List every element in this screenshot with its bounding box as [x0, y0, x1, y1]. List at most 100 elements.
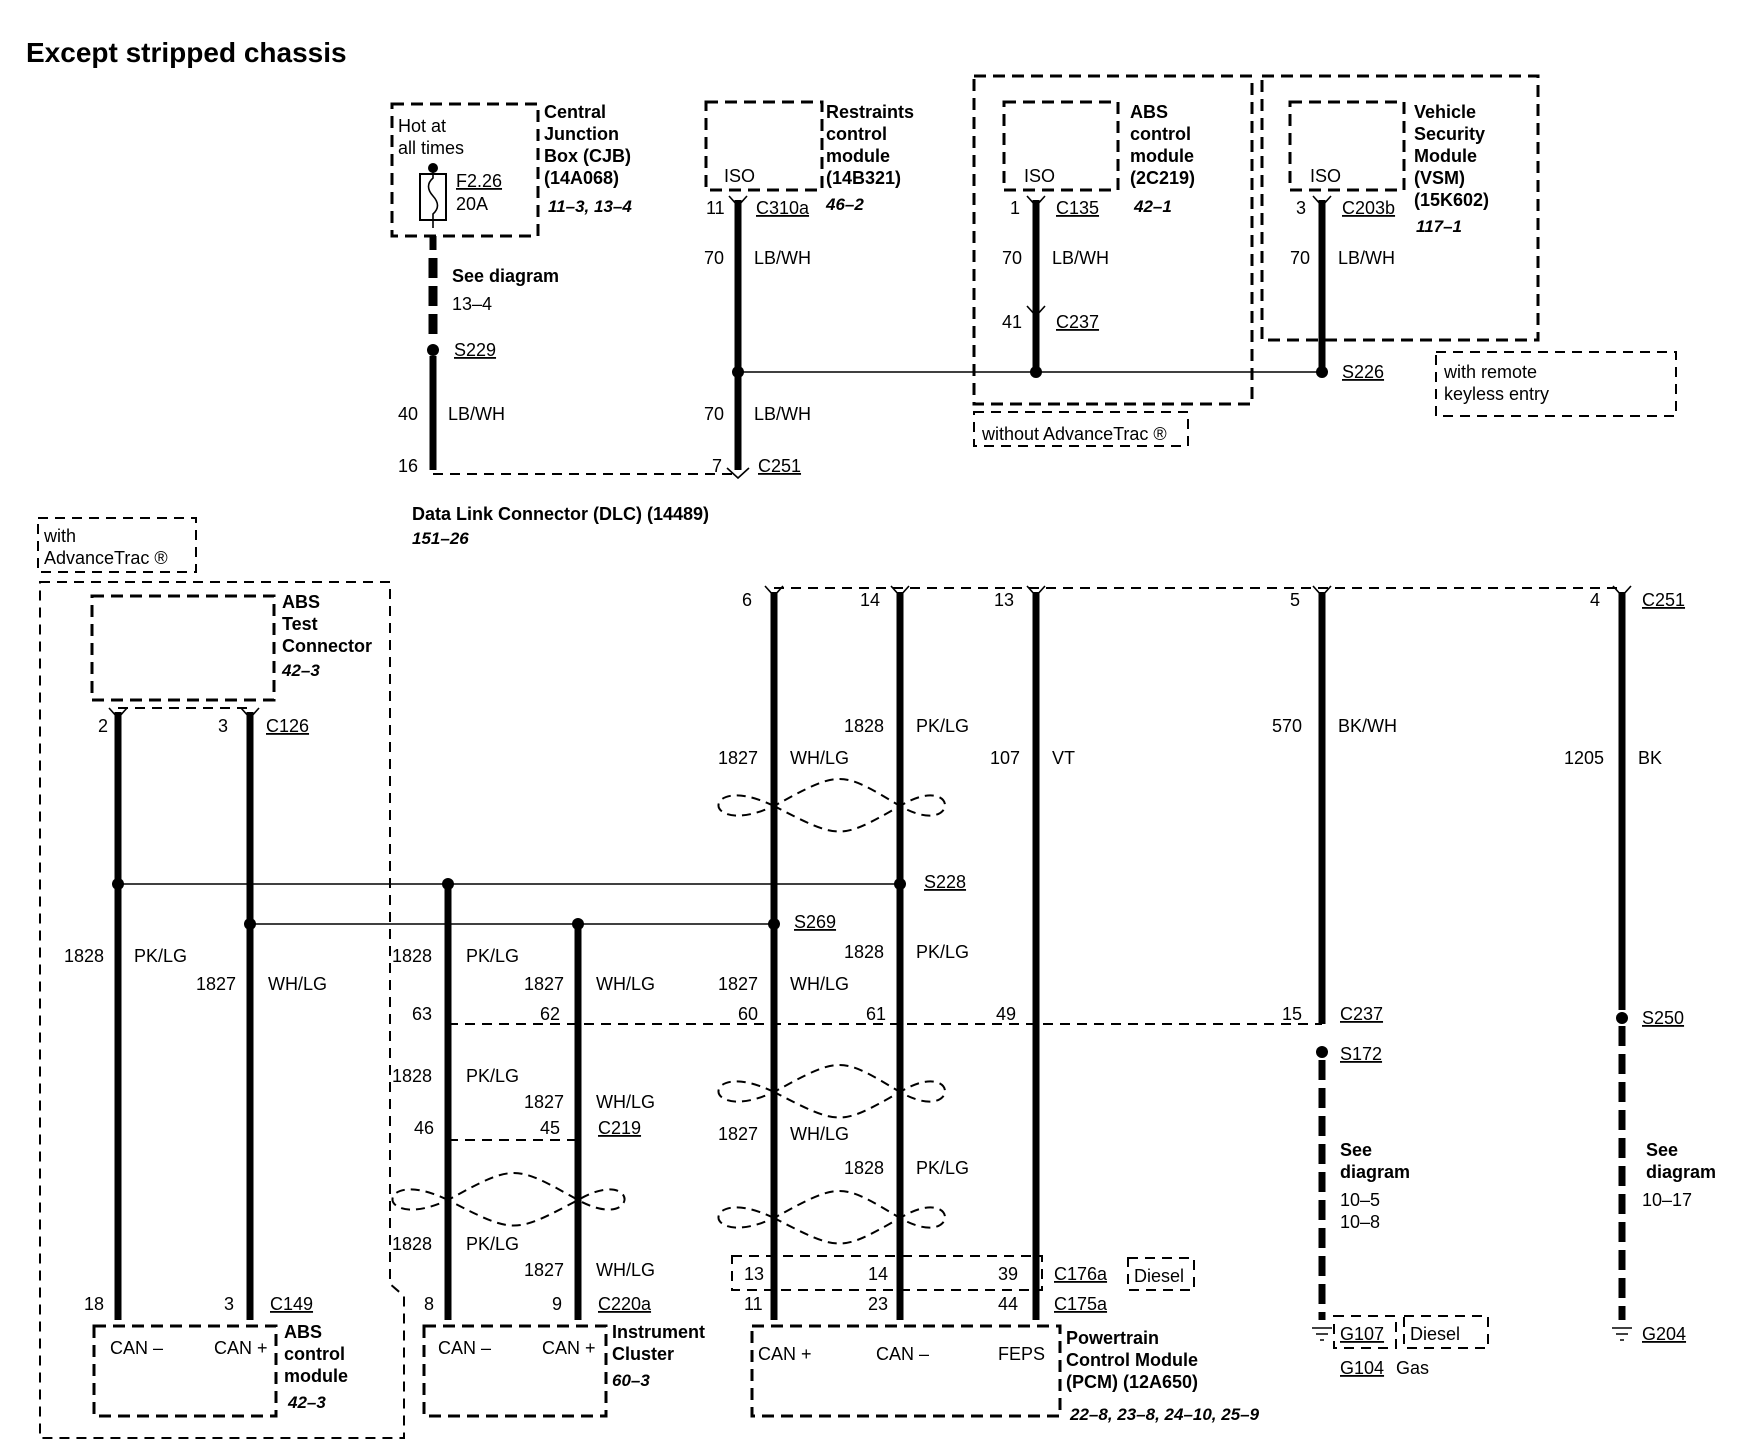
svg-text:117–1: 117–1 [1416, 217, 1462, 236]
svg-text:C237: C237 [1056, 312, 1099, 332]
svg-text:Diesel: Diesel [1410, 1324, 1460, 1344]
dlc-label: Data Link Connector (DLC) (14489) [412, 504, 709, 524]
svg-text:40: 40 [398, 404, 418, 424]
svg-text:Central: Central [544, 102, 606, 122]
svg-text:PK/LG: PK/LG [466, 1066, 519, 1086]
svg-text:C220a: C220a [598, 1294, 652, 1314]
ground-g107-symbol [1312, 1327, 1332, 1341]
svg-text:Control Module: Control Module [1066, 1350, 1198, 1370]
svg-text:Test: Test [282, 614, 318, 634]
svg-text:11: 11 [744, 1294, 763, 1314]
svg-text:C237: C237 [1340, 1004, 1383, 1024]
svg-text:9: 9 [552, 1294, 562, 1314]
svg-text:6: 6 [742, 590, 752, 610]
svg-text:107: 107 [990, 748, 1020, 768]
svg-text:13: 13 [744, 1264, 764, 1284]
abs-control-module-bottom: 18 3 C149 CAN – CAN + ABS control module… [84, 1294, 348, 1418]
svg-text:Connector: Connector [282, 636, 372, 656]
svg-text:1828: 1828 [844, 716, 884, 736]
svg-text:WH/LG: WH/LG [596, 1092, 655, 1112]
svg-text:46: 46 [414, 1118, 434, 1138]
svg-text:BK: BK [1638, 748, 1662, 768]
svg-text:46–2: 46–2 [825, 195, 864, 214]
abs-test-connector: ABS Test Connector 42–3 2 3 C126 [90, 592, 372, 736]
svg-text:Diesel: Diesel [1134, 1266, 1184, 1286]
svg-text:C251: C251 [758, 456, 801, 476]
svg-text:(2C219): (2C219) [1130, 168, 1195, 188]
svg-text:BK/WH: BK/WH [1338, 716, 1397, 736]
svg-text:LB/WH: LB/WH [754, 404, 811, 424]
svg-text:(VSM): (VSM) [1414, 168, 1465, 188]
svg-text:1828: 1828 [844, 1158, 884, 1178]
svg-text:63: 63 [412, 1004, 432, 1024]
note-without-advancetrac: without AdvanceTrac ® [981, 424, 1167, 444]
svg-text:1828: 1828 [392, 1234, 432, 1254]
svg-text:Instrument: Instrument [612, 1322, 705, 1342]
ground-g107: G107 [1340, 1324, 1384, 1344]
svg-text:14: 14 [860, 590, 880, 610]
svg-text:PK/LG: PK/LG [466, 1234, 519, 1254]
svg-text:PK/LG: PK/LG [134, 946, 187, 966]
svg-text:LB/WH: LB/WH [1338, 248, 1395, 268]
svg-text:1828: 1828 [392, 1066, 432, 1086]
svg-text:10–5: 10–5 [1340, 1190, 1380, 1210]
svg-text:1827: 1827 [524, 1092, 564, 1112]
svg-text:WH/LG: WH/LG [790, 974, 849, 994]
fuse-amps: 20A [456, 194, 488, 214]
svg-text:3: 3 [1296, 198, 1306, 218]
svg-text:Cluster: Cluster [612, 1344, 674, 1364]
svg-text:C219: C219 [598, 1118, 641, 1138]
svg-text:C203b: C203b [1342, 198, 1395, 218]
svg-text:See: See [1340, 1140, 1372, 1160]
svg-text:1827: 1827 [524, 1260, 564, 1280]
svg-text:Hot at: Hot at [398, 116, 446, 136]
svg-text:70: 70 [1290, 248, 1310, 268]
page-title: Except stripped chassis [26, 37, 347, 68]
svg-text:Security: Security [1414, 124, 1485, 144]
svg-text:LB/WH: LB/WH [448, 404, 505, 424]
svg-text:C135: C135 [1056, 198, 1099, 218]
svg-text:Box (CJB): Box (CJB) [544, 146, 631, 166]
ground-g204: G204 [1642, 1324, 1686, 1344]
svg-text:LB/WH: LB/WH [754, 248, 811, 268]
svg-text:49: 49 [996, 1004, 1016, 1024]
svg-text:control: control [284, 1344, 345, 1364]
svg-text:WH/LG: WH/LG [596, 974, 655, 994]
svg-text:C176a: C176a [1054, 1264, 1108, 1284]
svg-text:CAN +: CAN + [542, 1338, 596, 1358]
ground-g204-symbol [1612, 1327, 1632, 1341]
svg-text:module: module [284, 1366, 348, 1386]
svg-text:control: control [826, 124, 887, 144]
svg-text:570: 570 [1272, 716, 1302, 736]
svg-text:42–3: 42–3 [287, 1393, 326, 1412]
svg-text:1828: 1828 [64, 946, 104, 966]
svg-text:with: with [43, 526, 76, 546]
svg-text:FEPS: FEPS [998, 1344, 1045, 1364]
fuse-label: F2.26 [456, 171, 502, 191]
svg-text:22–8, 23–8, 24–10, 25–9: 22–8, 23–8, 24–10, 25–9 [1069, 1405, 1260, 1424]
svg-text:1205: 1205 [1564, 748, 1604, 768]
svg-text:42–1: 42–1 [1133, 197, 1172, 216]
svg-text:module: module [1130, 146, 1194, 166]
powertrain-control-module: CAN + CAN – FEPS Powertrain Control Modu… [750, 1324, 1260, 1424]
svg-text:ABS: ABS [284, 1322, 322, 1342]
svg-text:39: 39 [998, 1264, 1018, 1284]
svg-text:C175a: C175a [1054, 1294, 1108, 1314]
svg-text:module: module [826, 146, 890, 166]
svg-text:See: See [1646, 1140, 1678, 1160]
svg-text:(14B321): (14B321) [826, 168, 901, 188]
central-junction-box: Hot at all times F2.26 20A Central Junct… [390, 102, 632, 238]
abs-control-module-top: ISO ABS control module (2C219) 42–1 1 C1… [1002, 100, 1195, 218]
svg-text:with remote: with remote [1443, 362, 1537, 382]
svg-text:1827: 1827 [718, 748, 758, 768]
svg-text:ISO: ISO [1310, 166, 1341, 186]
svg-text:11–3, 13–4: 11–3, 13–4 [548, 197, 632, 216]
svg-text:18: 18 [84, 1294, 104, 1314]
svg-text:3: 3 [224, 1294, 234, 1314]
svg-text:Restraints: Restraints [826, 102, 914, 122]
svg-text:Vehicle: Vehicle [1414, 102, 1476, 122]
splice-s250: S250 [1642, 1008, 1684, 1028]
svg-text:16: 16 [398, 456, 418, 476]
instrument-cluster: 8 9 C220a CAN – CAN + Instrument Cluster… [422, 1294, 705, 1418]
svg-text:1828: 1828 [844, 942, 884, 962]
